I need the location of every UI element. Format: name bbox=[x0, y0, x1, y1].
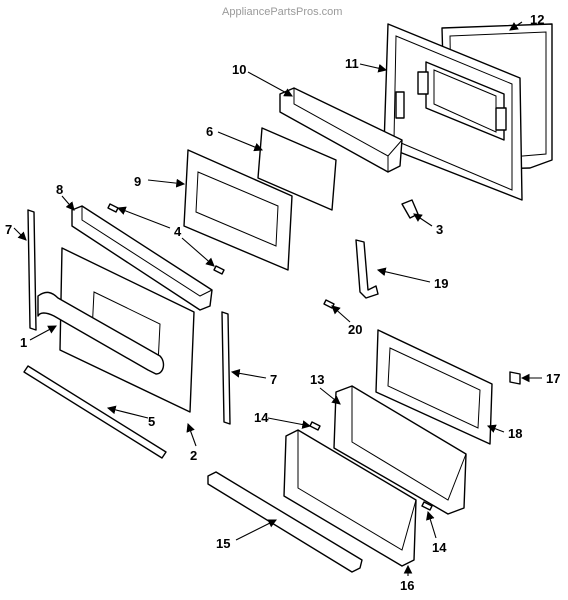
callout-18: 18 bbox=[508, 426, 522, 441]
part-9-window-glass bbox=[183, 149, 293, 271]
callout-11: 11 bbox=[345, 56, 359, 71]
callout-9: 9 bbox=[134, 174, 141, 189]
leader-11 bbox=[359, 63, 388, 73]
leader-10 bbox=[247, 71, 293, 97]
callout-1: 1 bbox=[20, 335, 27, 350]
leader-8 bbox=[61, 195, 75, 211]
callout-labels: 12 11 10 6 9 3 8 4 7 1 19 20 7 17 5 13 1… bbox=[5, 12, 560, 593]
leader-9 bbox=[147, 178, 186, 188]
part-18-drawer-frame bbox=[375, 329, 493, 445]
leader-19 bbox=[376, 267, 431, 283]
leader-lines bbox=[13, 21, 542, 576]
leader-4a bbox=[116, 206, 171, 229]
callout-14-lower: 14 bbox=[432, 540, 447, 555]
callout-4: 4 bbox=[174, 224, 182, 239]
part-13-drawer-panel bbox=[333, 385, 467, 515]
leader-20 bbox=[331, 305, 351, 323]
callout-17: 17 bbox=[546, 371, 560, 386]
part-7-left-trim bbox=[27, 209, 37, 331]
part-14-screws bbox=[309, 421, 433, 511]
callout-12: 12 bbox=[530, 12, 544, 27]
part-11-door-liner bbox=[383, 23, 523, 201]
callout-16: 16 bbox=[400, 578, 414, 593]
part-17-knob bbox=[509, 371, 521, 385]
leader-15 bbox=[235, 519, 277, 541]
callout-10: 10 bbox=[232, 62, 246, 77]
callout-8: 8 bbox=[56, 182, 63, 197]
callout-15: 15 bbox=[216, 536, 230, 551]
callout-6: 6 bbox=[206, 124, 213, 139]
leader-7b bbox=[230, 369, 267, 379]
callout-7-left: 7 bbox=[5, 222, 12, 237]
callout-19: 19 bbox=[434, 276, 448, 291]
leader-12 bbox=[509, 21, 523, 31]
part-16-drawer-front bbox=[283, 429, 417, 567]
leader-2 bbox=[186, 422, 197, 447]
callout-3: 3 bbox=[436, 222, 443, 237]
part-6-glass bbox=[257, 127, 337, 211]
leader-14a bbox=[267, 417, 312, 429]
part-1-handle bbox=[37, 291, 165, 375]
part-8-top-trim bbox=[71, 205, 213, 311]
callout-5: 5 bbox=[148, 414, 155, 429]
part-19-bracket bbox=[355, 239, 379, 299]
leader-5 bbox=[106, 405, 149, 419]
callout-20: 20 bbox=[348, 322, 362, 337]
leader-4b bbox=[181, 237, 215, 267]
part-15-bottom-rail bbox=[207, 471, 363, 573]
callout-14-upper: 14 bbox=[254, 410, 269, 425]
leader-14b bbox=[426, 510, 437, 539]
callout-13: 13 bbox=[310, 372, 324, 387]
part-4-screws bbox=[107, 203, 225, 275]
leader-3 bbox=[413, 213, 433, 227]
leader-7a bbox=[13, 227, 27, 241]
leader-13 bbox=[319, 387, 341, 405]
leader-1 bbox=[29, 325, 57, 341]
leader-18 bbox=[486, 424, 505, 433]
callout-2: 2 bbox=[190, 448, 197, 463]
part-7-right-trim bbox=[221, 311, 231, 425]
callout-7-right: 7 bbox=[270, 372, 277, 387]
part-5-bottom-trim bbox=[23, 365, 167, 459]
part-10-vent-trim bbox=[279, 87, 403, 173]
watermark-text: AppliancePartsPros.com bbox=[222, 6, 342, 18]
leader-6 bbox=[217, 131, 264, 152]
